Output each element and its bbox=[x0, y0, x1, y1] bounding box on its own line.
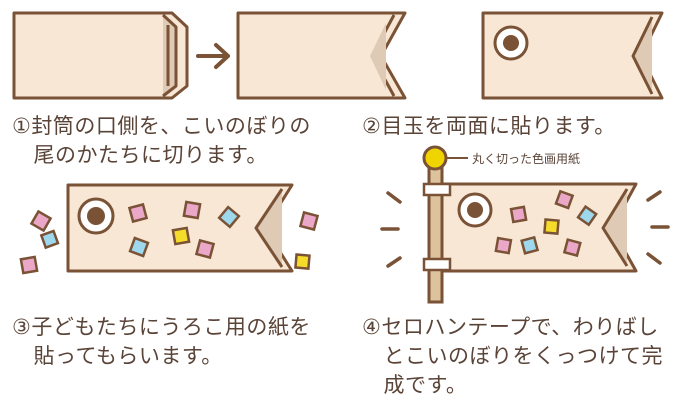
koinobori-scales-icon bbox=[19, 183, 320, 275]
callout-label: 丸く切った色画用紙 bbox=[472, 152, 581, 166]
koinobori-cut-icon bbox=[236, 11, 407, 100]
step-2-text: ②目玉を両面に貼ります。 bbox=[362, 114, 616, 138]
step-1-text: ①封筒の口側を、こいのぼりの 尾のかたちに切ります。 bbox=[12, 114, 311, 167]
koinobori-pole-icon bbox=[380, 145, 670, 304]
koinobori-eye-icon bbox=[481, 11, 664, 100]
step-3-text: ③子どもたちにうろこ用の紙を 貼ってもらいます。 bbox=[12, 315, 311, 368]
step-4-text: ④セロハンテープで、わりばし とこいのぼりをくっつけて完 成です。 bbox=[362, 315, 663, 397]
envelope-icon bbox=[12, 11, 189, 100]
arrow-right-icon bbox=[196, 43, 230, 69]
